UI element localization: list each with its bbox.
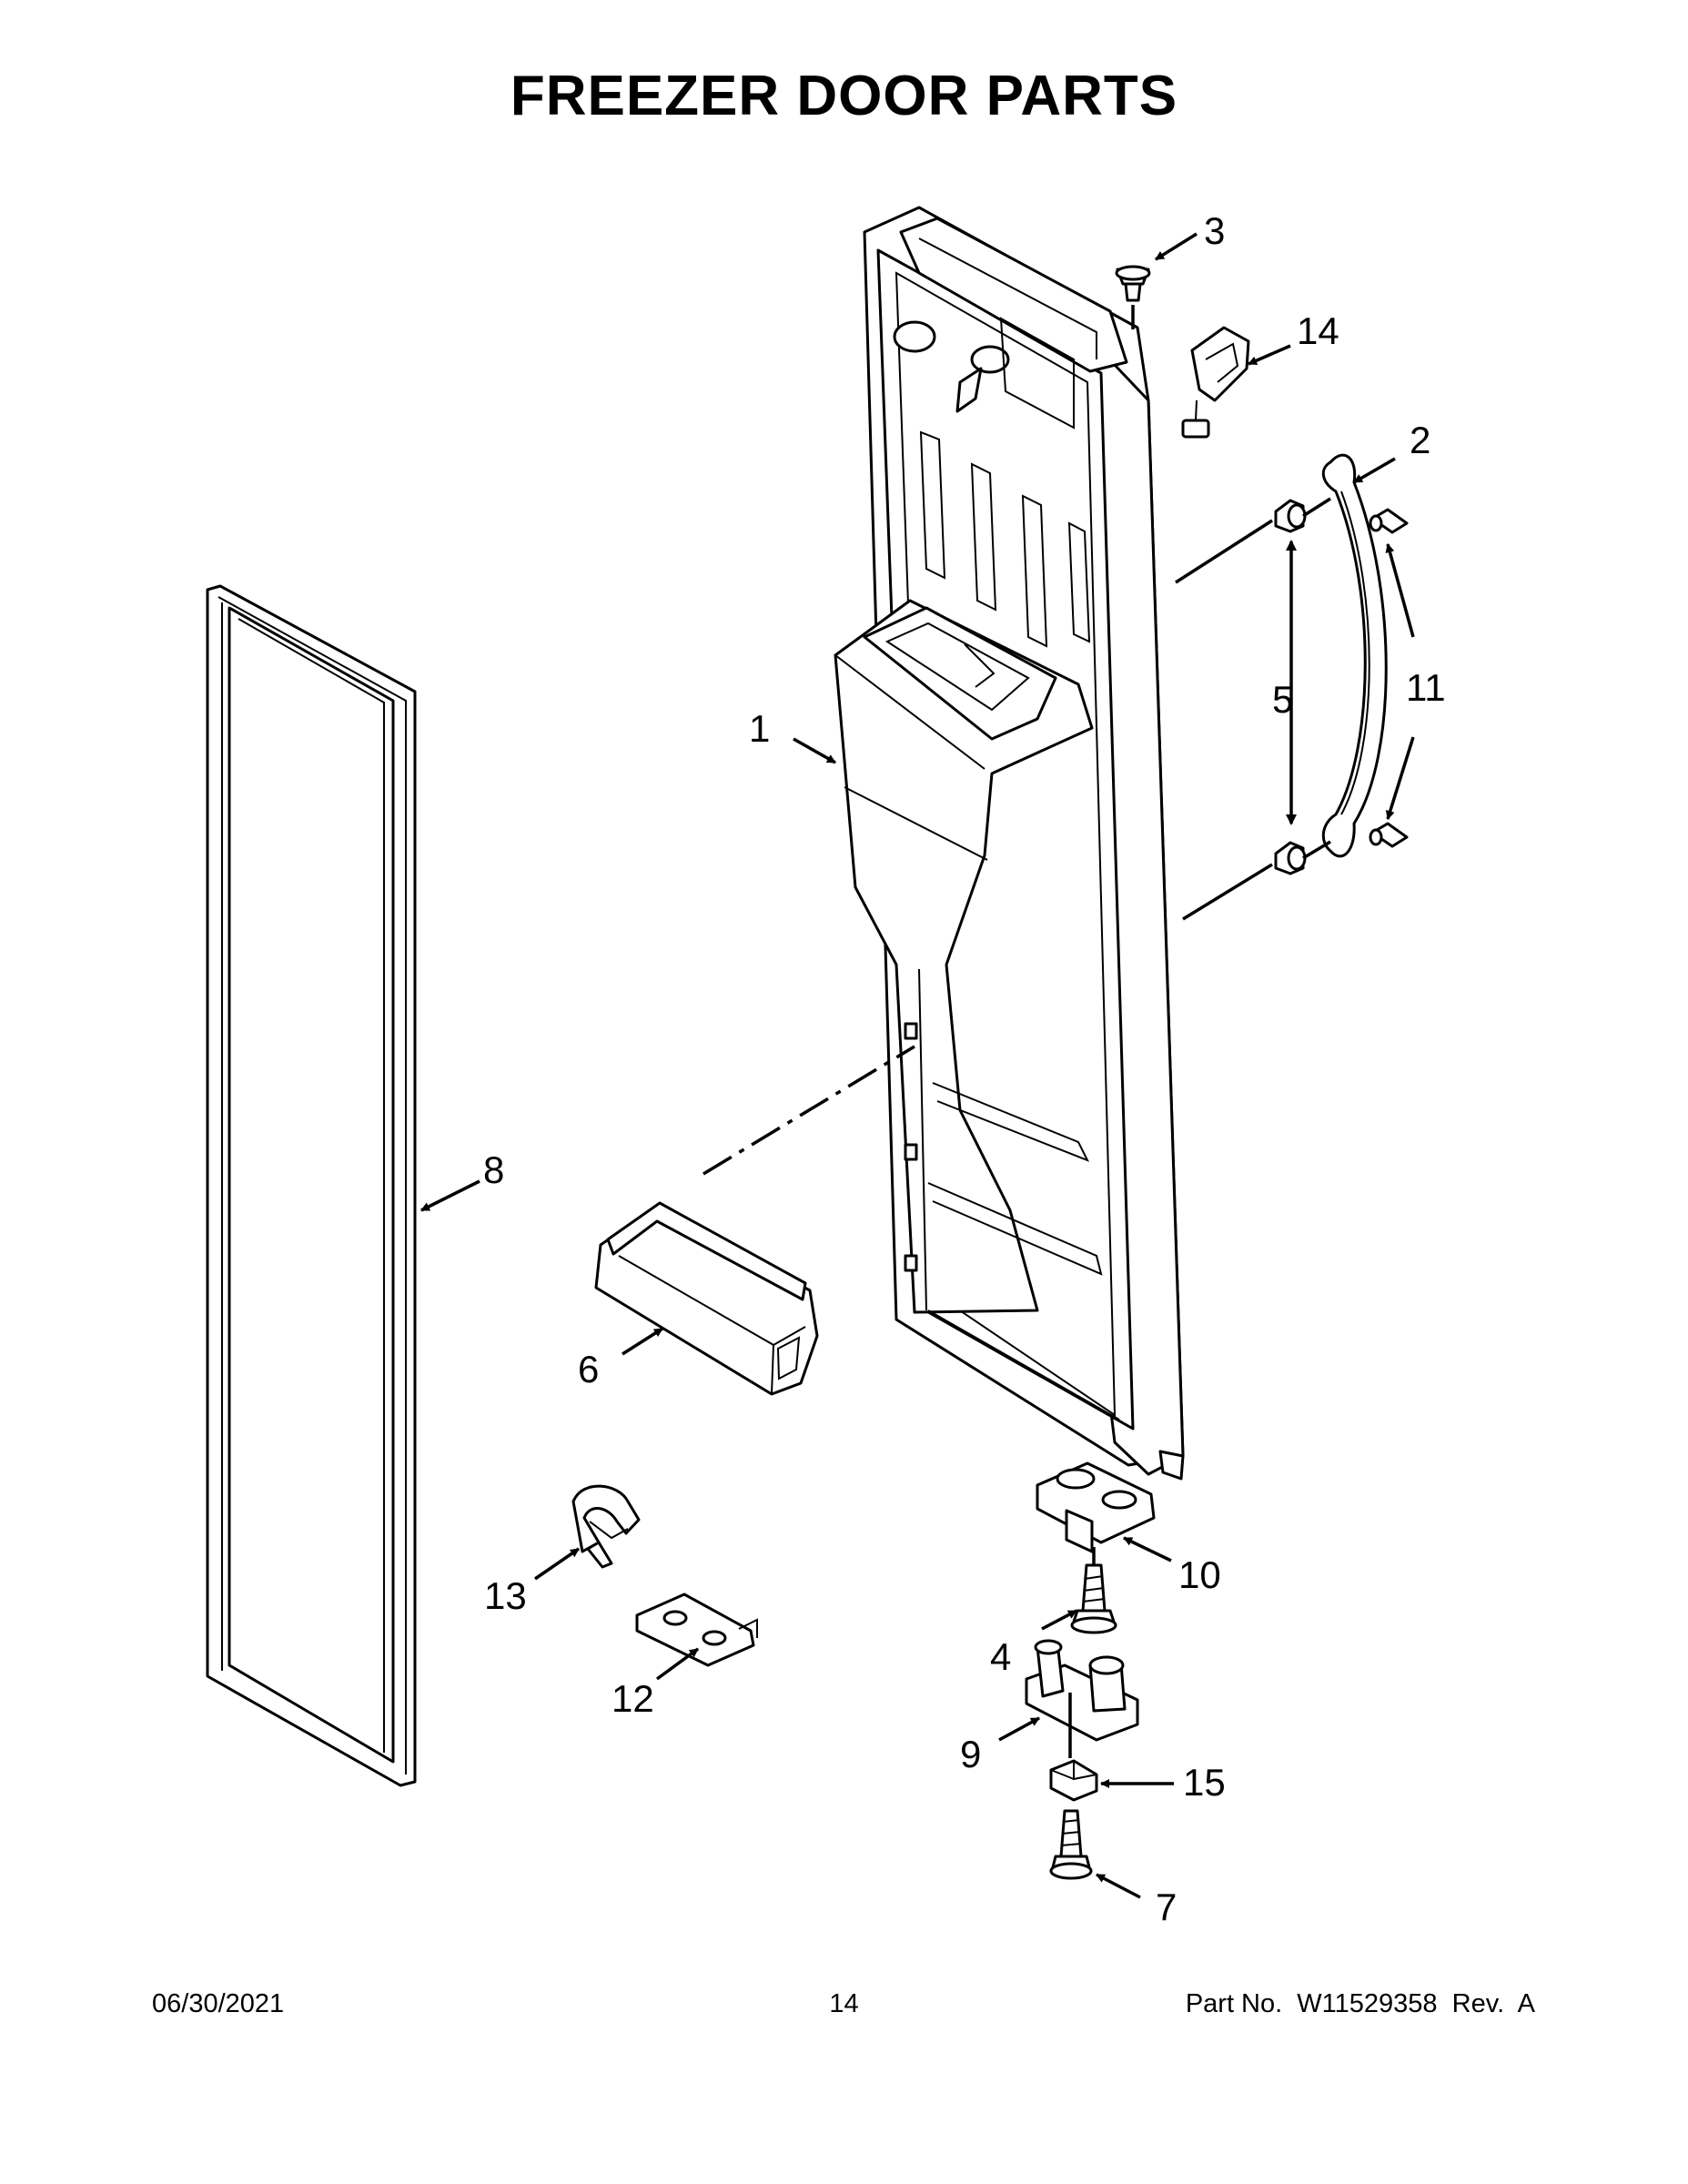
callout-6: 6 <box>578 1348 599 1390</box>
callout-1: 1 <box>749 707 770 750</box>
callout-14: 14 <box>1297 309 1339 352</box>
cable-clip-part-13 <box>571 1484 641 1569</box>
callout-9: 9 <box>960 1733 981 1775</box>
screw-part-7 <box>1049 1809 1093 1880</box>
footer-part-number: Part No. W11529358 Rev. A <box>1185 1989 1535 2018</box>
set-screw-part-11-lower <box>1369 822 1409 848</box>
callout-10: 10 <box>1178 1553 1221 1596</box>
callout-5: 5 <box>1272 678 1293 721</box>
hinge-shim-part-15 <box>1049 1759 1098 1802</box>
door-bin-part-6 <box>594 1201 819 1396</box>
callout-4: 4 <box>990 1635 1011 1678</box>
mounting-bracket-part-12 <box>635 1592 758 1667</box>
callout-2: 2 <box>1410 419 1430 461</box>
handle-stud-part-5-lower <box>1274 841 1307 875</box>
callout-11: 11 <box>1406 666 1446 709</box>
callout-3: 3 <box>1204 209 1225 252</box>
callout-8: 8 <box>483 1148 504 1191</box>
callout-15: 15 <box>1183 1761 1226 1804</box>
callout-12: 12 <box>612 1677 654 1720</box>
callout-leaders <box>420 232 1415 1899</box>
callout-7: 7 <box>1156 1886 1177 1928</box>
wire-harness-part-14 <box>1181 326 1250 439</box>
callout-13: 13 <box>484 1574 527 1617</box>
door-gasket-part-8 <box>206 584 417 1787</box>
handle-stud-part-5-upper <box>1274 499 1307 533</box>
door-liner-part-1 <box>834 206 1185 1481</box>
alignment-line <box>702 1045 915 1176</box>
hinge-plug-part-3 <box>1115 265 1151 329</box>
footer-page-number: 14 <box>829 1989 859 2018</box>
bottom-hinge-part-9 <box>1025 1639 1139 1758</box>
hinge-screw-part-4 <box>1070 1563 1117 1634</box>
set-screw-part-11-upper <box>1369 508 1409 534</box>
footer-date: 06/30/2021 <box>152 1989 285 2018</box>
page-title: FREEZER DOOR PARTS <box>510 65 1178 127</box>
door-handle-part-2 <box>1321 453 1388 858</box>
